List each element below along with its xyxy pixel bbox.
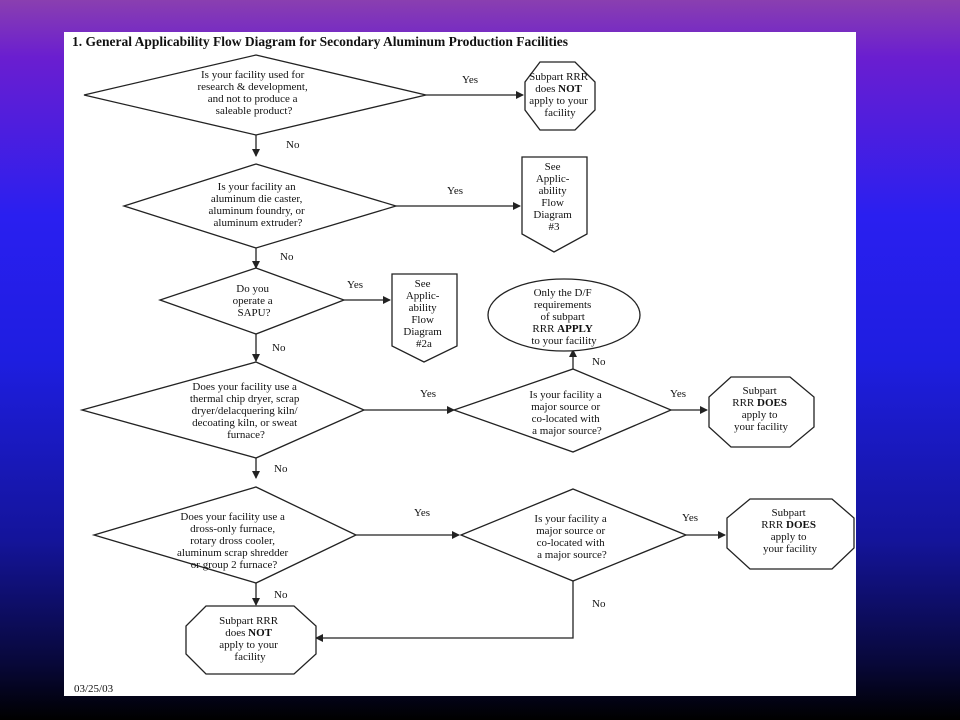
- q4b-no-label: No: [592, 356, 606, 368]
- q3-no-label: No: [272, 342, 286, 354]
- q1-research-diamond: [83, 54, 427, 136]
- r5-text: Subpart RRR DOES apply to your facility: [761, 507, 818, 555]
- df-text: Only the D/F requirements of subpart RRR…: [531, 287, 597, 347]
- revision-date: 03/25/03: [74, 683, 114, 695]
- q4-text: Does your facility use a thermal chip dr…: [190, 381, 302, 441]
- q2-yes-label: Yes: [447, 185, 463, 197]
- r1-not-apply-octagon: [524, 61, 596, 131]
- ref2a-text: See Applic- ability Flow Diagram #2a: [403, 278, 444, 350]
- q3-sapu-diamond: [158, 267, 346, 335]
- end-text: Subpart RRR does NOT apply to your facil…: [219, 615, 281, 663]
- q5b-major-source-diamond: [459, 488, 688, 582]
- r1-text: Subpart RRR does NOT apply to your facil…: [529, 71, 591, 119]
- connectors: [252, 91, 726, 642]
- q4b-yes-label: Yes: [670, 388, 686, 400]
- q3-text: Do you operate a SAPU?: [233, 283, 276, 319]
- q1-no-label: No: [286, 139, 300, 151]
- q1-text: Is your facility used for research & dev…: [197, 69, 310, 117]
- q1-yes-label: Yes: [462, 74, 478, 86]
- r5-does-apply-octagon: [726, 498, 855, 570]
- ref3-text: See Applic- ability Flow Diagram #3: [533, 161, 574, 233]
- q4-yes-label: Yes: [420, 388, 436, 400]
- q4-no-label: No: [274, 463, 288, 475]
- q4-thermal-diamond: [79, 361, 366, 459]
- branch-labels: Yes No Yes No Yes No Yes Yes No No Yes Y…: [272, 74, 698, 610]
- q3-yes-label: Yes: [347, 279, 363, 291]
- df-only-apply-circle: [487, 278, 641, 352]
- q2-text: Is your facility an aluminum die caster,…: [209, 181, 308, 229]
- q4b-text: Is your facility a major source or co-lo…: [529, 389, 604, 437]
- flow-diagram: 1. General Applicability Flow Diagram fo…: [72, 34, 855, 695]
- q5b-yes-label: Yes: [682, 512, 698, 524]
- q2-no-label: No: [280, 251, 294, 263]
- diagram-title: 1. General Applicability Flow Diagram fo…: [72, 34, 568, 49]
- r4-does-apply-octagon: [708, 376, 815, 448]
- q5b-text: Is your facility a major source or co-lo…: [534, 513, 609, 561]
- q5b-no-label: No: [592, 598, 606, 610]
- ref-diagram-2a-pentagon: [391, 273, 458, 363]
- q2-diecaster-diamond: [121, 163, 399, 249]
- q5-no-label: No: [274, 589, 288, 601]
- q4b-major-source-diamond: [452, 368, 673, 453]
- q5-text: Does your facility use a dross-only furn…: [177, 511, 291, 571]
- r4-text: Subpart RRR DOES apply to your facility: [732, 385, 789, 433]
- q5b-no-connector: [315, 581, 574, 642]
- ref-diagram-3-pentagon: [521, 156, 588, 253]
- q5-yes-label: Yes: [414, 507, 430, 519]
- q5-dross-diamond: [91, 486, 358, 584]
- end-not-apply-octagon: [185, 605, 317, 675]
- flow-diagram-sheet: 1. General Applicability Flow Diagram fo…: [64, 32, 856, 696]
